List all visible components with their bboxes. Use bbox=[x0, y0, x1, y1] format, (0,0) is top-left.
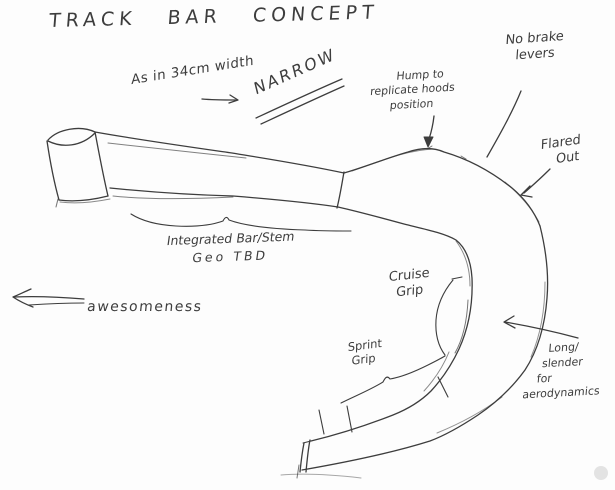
grip-ticks bbox=[318, 376, 449, 435]
bar-hump-outline bbox=[343, 145, 541, 227]
awesomeness-arrow bbox=[12, 288, 85, 308]
no-brake-line2: levers bbox=[514, 45, 556, 64]
flared-out-label: Flared Out bbox=[540, 132, 581, 171]
drop-outer-edge bbox=[301, 225, 549, 471]
long-slender-label: Long/ slender for aerodynamics bbox=[522, 339, 604, 403]
sprint-grip-label: Sprint Grip bbox=[347, 336, 382, 369]
no-brake-levers-label: No brake levers bbox=[504, 29, 564, 66]
narrow-underline bbox=[255, 78, 345, 125]
integrated-bar-stem-label: Integrated Bar/Stem Geo TBD bbox=[163, 228, 296, 267]
bar-end-cap bbox=[296, 439, 312, 479]
stem-clamp-cylinder bbox=[46, 127, 111, 208]
cruise-grip-label: Cruise Grip bbox=[388, 266, 429, 303]
flared-out-arrow bbox=[520, 168, 551, 198]
drop-inner-edge bbox=[310, 206, 473, 442]
hump-note-label: Hump to replicate hoods position bbox=[368, 67, 456, 115]
integrated-line1: Integrated Bar/Stem bbox=[165, 228, 296, 249]
integrated-bracket bbox=[130, 213, 352, 232]
cruise-brace bbox=[435, 276, 463, 356]
width-arrow bbox=[201, 94, 239, 104]
no-brake-pointer bbox=[486, 90, 522, 158]
hump-arrow bbox=[423, 115, 435, 148]
long-slender-arrow bbox=[503, 315, 579, 339]
ground-line bbox=[280, 473, 362, 479]
awesomeness-label: awesomeness bbox=[86, 299, 204, 315]
stem-body bbox=[94, 131, 345, 209]
sprint-bracket bbox=[340, 355, 446, 404]
flared-line2: Out bbox=[555, 148, 580, 168]
watermark-dot bbox=[594, 466, 608, 480]
